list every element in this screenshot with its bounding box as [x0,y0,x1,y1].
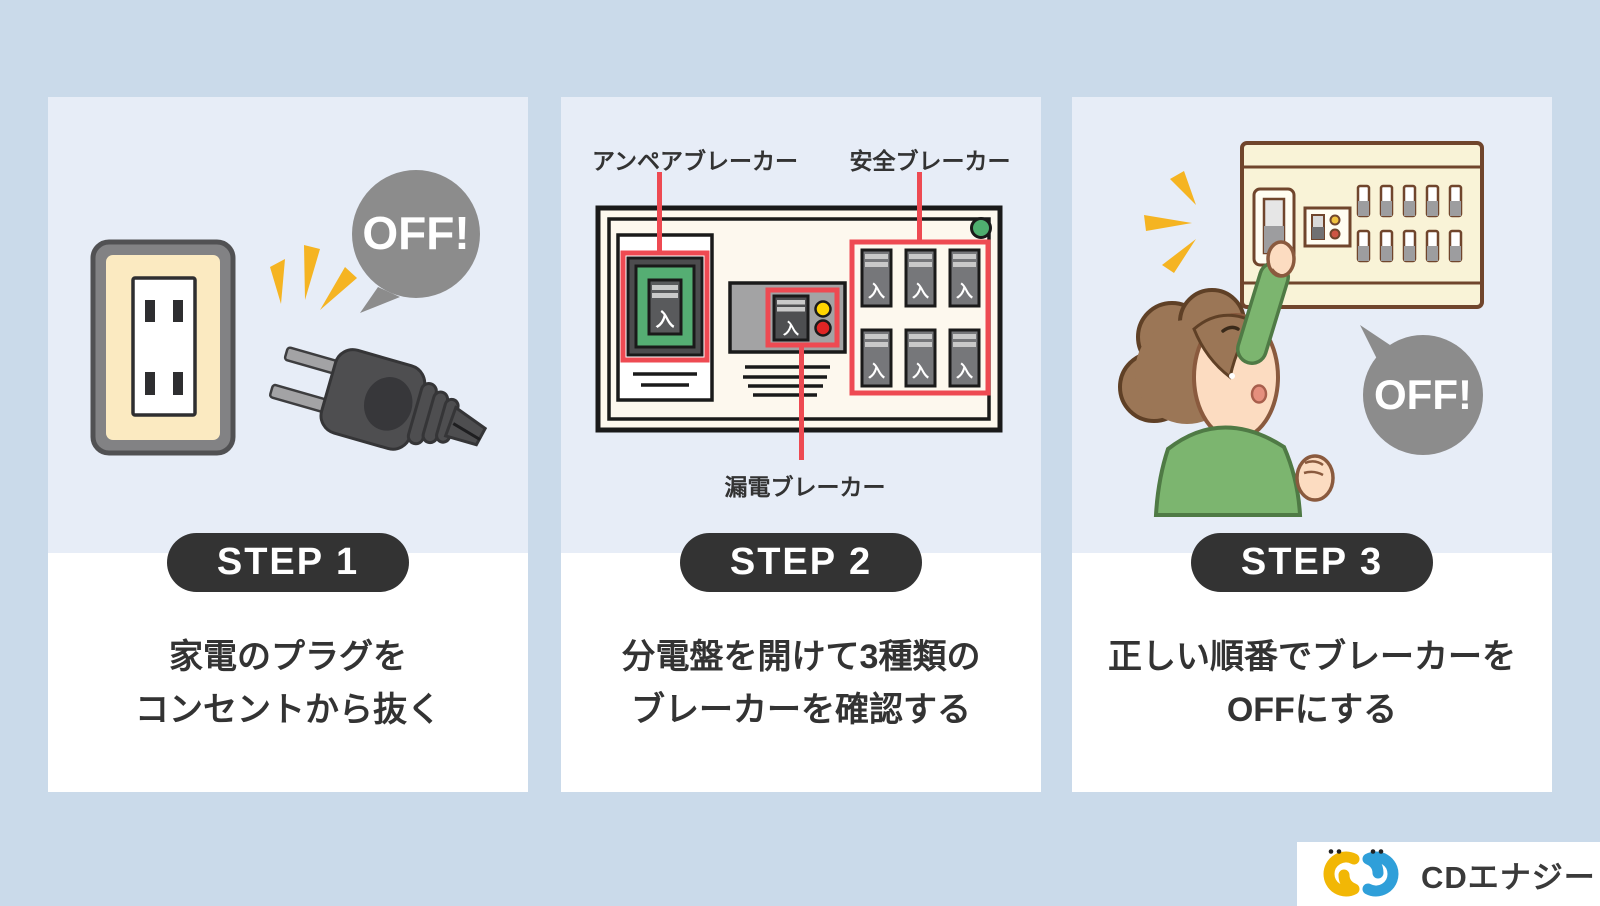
step1-caption-line2: コンセントから抜く [135,691,441,729]
ampere-breaker: 入 [616,233,714,402]
safety-highlight-box [849,239,991,396]
step-card-1: OFF! STEP 1 家電のプラグを コンセントから抜く [48,97,528,792]
switch-on-glyph: 入 [868,282,885,301]
person-breaker-drawing: OFF! [1118,141,1484,517]
step-card-2: 入 入 [561,97,1041,792]
switch-on-glyph: 入 [956,362,973,381]
step2-badge: STEP 2 [680,533,922,592]
brand-logo: CDエナジー [1297,842,1600,906]
step2-text-section: STEP 2 分電盤を開けて3種類の ブレーカーを確認する [561,533,1041,792]
outlet-plug-drawing: OFF! [90,170,488,456]
switch-on-glyph: 入 [655,309,674,331]
step-card-3: OFF! STEP 3 正しい順番でブレーカーを OFFにする [1072,97,1552,792]
step3-illustration: OFF! [1072,97,1552,553]
step2-illustration: 入 入 [561,97,1041,553]
ampere-highlight-box [620,250,710,363]
brand-mascot-icon [1323,849,1399,897]
safety-breaker-label: 安全ブレーカー [849,148,1011,174]
step3-caption: 正しい順番でブレーカーを OFFにする [1072,631,1552,737]
safety-breakers: 入 入 入 入 [849,239,991,396]
switch-on-glyph: 入 [956,282,973,301]
step1-caption: 家電のプラグを コンセントから抜く [48,631,528,737]
leak-yellow-lamp [814,300,832,318]
spark-icon [1144,171,1196,273]
step1-text-section: STEP 1 家電のプラグを コンセントから抜く [48,533,528,792]
step3-text-section: STEP 3 正しい順番でブレーカーを OFFにする [1072,533,1552,792]
ampere-breaker-label: アンペアブレーカー [591,148,799,174]
switch-on-glyph: 入 [912,282,929,301]
leak-pointer-line [799,345,804,460]
step3-badge-label: STEP 3 [1240,541,1384,583]
off-bubble: OFF! [1360,325,1483,455]
step1-badge-label: STEP 1 [216,541,360,583]
off-bubble-text: OFF! [1374,371,1472,418]
step2-badge-label: STEP 2 [729,541,873,583]
step3-caption-line2: OFFにする [1226,691,1398,729]
step2-caption-line1: 分電盤を開けて3種類の [621,638,981,676]
step3-caption-line1: 正しい順番でブレーカーを [1108,638,1516,676]
step1-badge: STEP 1 [167,533,409,592]
panel-indicator-light [970,217,992,239]
leak-breaker-label: 漏電ブレーカー [724,474,886,500]
switch-on-glyph: 入 [912,362,929,381]
step1-illustration: OFF! [48,97,528,553]
step3-badge: STEP 3 [1191,533,1433,592]
safety-pointer-line [917,172,922,240]
plug-icon [269,346,488,451]
step1-caption-line1: 家電のプラグを [169,638,407,676]
spark-icon [270,245,357,310]
step2-caption-line2: ブレーカーを確認する [631,691,971,729]
switch-on-glyph: 入 [868,362,885,381]
leak-red-lamp [814,319,832,337]
leak-breaker: 入 [728,281,847,397]
off-bubble: OFF! [352,170,480,313]
off-bubble-text: OFF! [362,207,469,259]
brand-logo-text: CDエナジー [1421,859,1596,895]
circuit-switches [1356,184,1463,263]
switch-on-glyph: 入 [783,320,799,338]
step2-caption: 分電盤を開けて3種類の ブレーカーを確認する [561,631,1041,737]
outlet-icon [90,239,236,456]
person-illustration [1118,240,1335,517]
ampere-pointer-line [657,172,662,255]
